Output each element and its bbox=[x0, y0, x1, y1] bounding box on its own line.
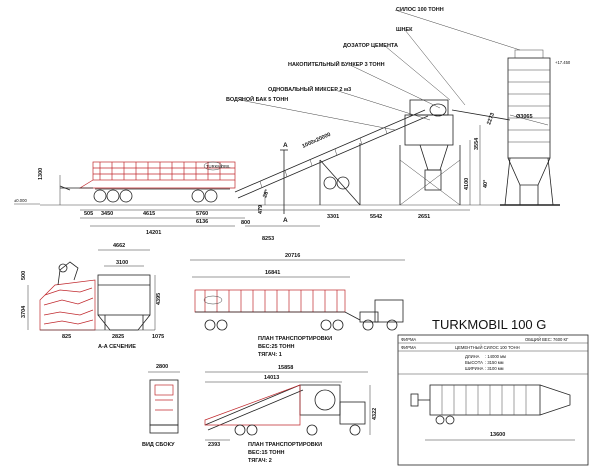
label-mixer: ОДНОВАЛЬНЫЙ МИКСЕР 2 м3 bbox=[268, 85, 351, 93]
svg-text:505: 505 bbox=[84, 211, 93, 217]
label-bunker: НАКОПИТЕЛЬНЫЙ БУНКЕР 3 ТОНН bbox=[288, 60, 385, 68]
svg-text:15858: 15858 bbox=[278, 365, 293, 371]
leader-lines bbox=[239, 9, 521, 131]
svg-text:2393: 2393 bbox=[208, 442, 220, 448]
silo-plan: ФИРМА ОБЩИЙ ВЕС: 7600 КГ ФИРМА ЦЕМЕНТНЫЙ… bbox=[397, 334, 589, 466]
svg-text:ВЕС:15 ТОНН: ВЕС:15 ТОНН bbox=[248, 450, 285, 456]
svg-text:20716: 20716 bbox=[285, 253, 300, 259]
svg-text:14013: 14013 bbox=[264, 375, 279, 381]
svg-text:2273: 2273 bbox=[486, 112, 496, 126]
section-title: A-A СЕЧЕНИЕ bbox=[98, 344, 136, 350]
svg-text:ДЛИНА: ДЛИНА bbox=[465, 354, 480, 359]
svg-text:ВЕС:25 ТОНН: ВЕС:25 ТОНН bbox=[258, 344, 295, 350]
svg-text:: 3150 мм: : 3150 мм bbox=[485, 360, 504, 365]
svg-text:2651: 2651 bbox=[418, 214, 430, 220]
svg-text:ПЛАН ТРАНСПОРТИРОВКИ: ПЛАН ТРАНСПОРТИРОВКИ bbox=[258, 336, 332, 342]
svg-text:2800: 2800 bbox=[156, 364, 168, 370]
side-view-title: ВИД СБОКУ bbox=[142, 442, 175, 448]
svg-text:14201: 14201 bbox=[146, 230, 161, 236]
level-top: +17.450 bbox=[555, 60, 571, 65]
model-title: TURKMOBIL 100 G bbox=[432, 317, 546, 332]
svg-text:5760: 5760 bbox=[196, 211, 208, 217]
svg-text:500: 500 bbox=[21, 271, 27, 280]
svg-text:5542: 5542 bbox=[370, 214, 382, 220]
svg-text:ТЯГАЧ: 1: ТЯГАЧ: 1 bbox=[258, 352, 282, 358]
svg-text:800: 800 bbox=[241, 220, 250, 226]
main-elevation: ±0.000 TURKMOBIL bbox=[14, 7, 571, 242]
svg-text:825: 825 bbox=[62, 334, 71, 340]
aggregate-hopper-trailer: TURKMOBIL bbox=[59, 161, 236, 203]
transport-plan-1: 20716 16841 ПЛАН ТРАНСПОРТИРОВКИ ВЕС:25 … bbox=[190, 253, 405, 358]
transport-plan-2: 15858 14013 4322 2393 ПЛАН ТРАНСПОРТИРОВ… bbox=[204, 365, 378, 464]
svg-text:ТЯГАЧ: 2: ТЯГАЧ: 2 bbox=[248, 458, 272, 464]
section-aa: 4662 3100 500 3704 4395 825 2825 1075 A-… bbox=[21, 243, 164, 350]
svg-text:3450: 3450 bbox=[101, 211, 113, 217]
svg-text:: 3100 мм: : 3100 мм bbox=[485, 366, 504, 371]
svg-text:16841: 16841 bbox=[265, 270, 280, 276]
svg-text:2825: 2825 bbox=[112, 334, 124, 340]
svg-text:479: 479 bbox=[258, 205, 264, 214]
label-silo: СИЛОС 100 ТОНН bbox=[396, 7, 444, 13]
label-screw: ШНЕК bbox=[396, 27, 413, 33]
inclined-conveyor bbox=[234, 109, 429, 206]
svg-text:1075: 1075 bbox=[152, 334, 164, 340]
svg-text:ВЫСОТА: ВЫСОТА bbox=[465, 360, 483, 365]
svg-text:40°: 40° bbox=[483, 180, 489, 188]
silo-diameter: Ø3065 bbox=[516, 114, 533, 120]
label-cement-doser: ДОЗАТОР ЦЕМЕНТА bbox=[343, 43, 398, 49]
svg-text:ПЛАН ТРАНСПОРТИРОВКИ: ПЛАН ТРАНСПОРТИРОВКИ bbox=[248, 442, 322, 448]
svg-text:13600: 13600 bbox=[490, 432, 505, 438]
cement-silo: +17.450 Ø3065 bbox=[500, 49, 571, 206]
svg-text:ФИРМА: ФИРМА bbox=[401, 345, 416, 350]
svg-text:ШИРИНА: ШИРИНА bbox=[465, 366, 484, 371]
svg-text:ФИРМА: ФИРМА bbox=[401, 337, 416, 342]
svg-text:TURKMOBIL: TURKMOBIL bbox=[206, 164, 231, 169]
section-mark-a-bottom: A bbox=[283, 217, 288, 224]
svg-text:8253: 8253 bbox=[262, 236, 274, 242]
dimension-lines bbox=[59, 125, 481, 227]
svg-text:4100: 4100 bbox=[464, 178, 470, 190]
svg-text:ОБЩИЙ ВЕС: 7600 КГ: ОБЩИЙ ВЕС: 7600 КГ bbox=[525, 337, 569, 342]
svg-text:1300: 1300 bbox=[38, 168, 44, 180]
svg-text:3301: 3301 bbox=[327, 214, 339, 220]
section-mark-a-top: A bbox=[283, 142, 288, 149]
svg-text:4662: 4662 bbox=[113, 243, 125, 249]
svg-text:3554: 3554 bbox=[474, 137, 480, 150]
svg-text:: 14000 мм: : 14000 мм bbox=[485, 354, 506, 359]
svg-text:3704: 3704 bbox=[21, 305, 27, 318]
mixer-tower bbox=[399, 99, 511, 206]
svg-text:ЦЕМЕНТНЫЙ СИЛОС 100 ТОНН: ЦЕМЕНТНЫЙ СИЛОС 100 ТОНН bbox=[455, 345, 520, 350]
svg-text:4615: 4615 bbox=[143, 211, 155, 217]
side-view: 2800 ВИД СБОКУ bbox=[142, 364, 180, 448]
svg-text:4395: 4395 bbox=[156, 293, 162, 305]
level-zero: ±0.000 bbox=[14, 198, 27, 203]
label-water-tank: ВОДЯНОЙ БАК 5 ТОНН bbox=[226, 95, 288, 103]
svg-text:3100: 3100 bbox=[116, 260, 128, 266]
svg-text:6136: 6136 bbox=[196, 219, 208, 225]
svg-text:4322: 4322 bbox=[372, 408, 378, 420]
svg-text:28°: 28° bbox=[262, 189, 270, 199]
svg-text:1000x20000: 1000x20000 bbox=[301, 132, 331, 150]
